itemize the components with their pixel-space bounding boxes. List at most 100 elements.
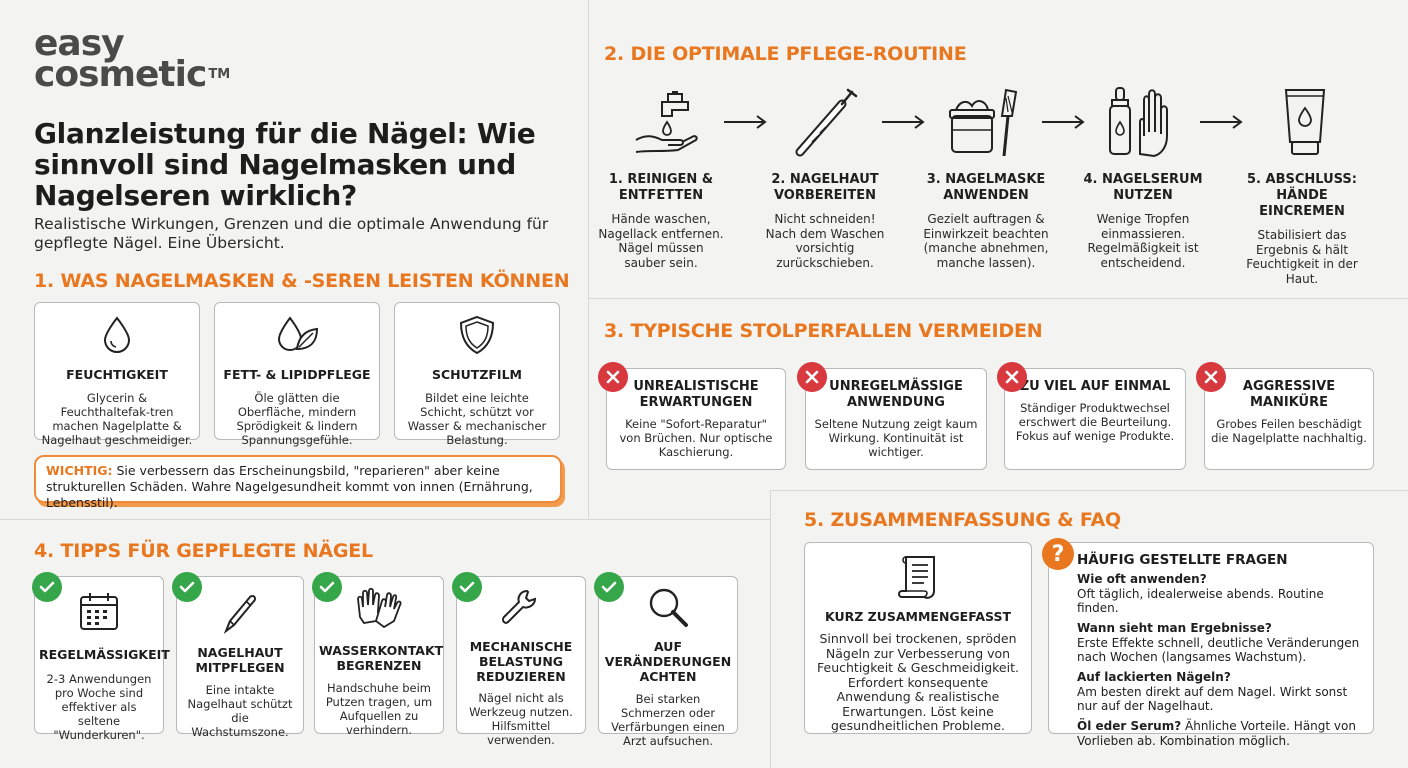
tip-title: WASSERKONTAKT BEGRENZEN: [319, 643, 444, 673]
routine-step-4: 4. NAGELSERUM NUTZEN Wenige Tropfen einm…: [1078, 172, 1208, 270]
routine-step-5: 5. ABSCHLUSS: HÄNDE EINCREMEN Stabilisie…: [1232, 172, 1372, 286]
benefit-text: Bildet eine leichte Schicht, schützt vor…: [407, 391, 547, 447]
step-title: 3. NAGELMASKE ANWENDEN: [926, 172, 1046, 203]
document-scroll-icon: [898, 556, 935, 599]
error-x-icon: [598, 362, 628, 392]
tip-title: MECHANISCHE BELASTUNG REDUZIEREN: [469, 639, 573, 684]
check-icon: [32, 572, 62, 602]
pitfall-title: UNREALISTISCHE ERWARTUNGEN: [633, 379, 759, 410]
faq-answer: Oft täglich, idealerweise abends. Routin…: [1077, 587, 1324, 615]
arrow-right-icon: [882, 115, 925, 129]
horizontal-divider-left: [0, 519, 590, 520]
check-icon: [452, 572, 482, 602]
pitfall-title: AGGRESSIVE MANIKÜRE: [1242, 379, 1336, 410]
pitfall-text: Ständiger Produktwechsel erschwert die B…: [1015, 401, 1175, 443]
tip-card-cuticle: NAGELHAUT MITPFLEGEN Eine intakte Nagelh…: [176, 576, 304, 739]
tip-title: AUF VERÄNDERUNGEN ACHTEN: [604, 639, 732, 684]
faucet-hand-icon: [635, 91, 698, 153]
faq-question: Öl eder Serum?: [1077, 719, 1182, 733]
faq-question: Wann sieht man Ergebnisse?: [1077, 621, 1272, 635]
pitfall-title: ZU VIEL AUF EINMAL: [1019, 379, 1171, 394]
brand-trademark: TM: [208, 67, 231, 82]
faq-answer: Ähnliche Vorteile. Hängt von Vorlieben a…: [1077, 719, 1356, 748]
tip-card-mechanical: MECHANISCHE BELASTUNG REDUZIEREN Nägel n…: [456, 576, 586, 747]
step-title: 4. NAGELSERUM NUTZEN: [1083, 172, 1203, 203]
horizontal-divider-right: [770, 490, 1408, 491]
pitfall-card: AGGRESSIVE MANIKÜRE Grobes Feilen beschä…: [1204, 368, 1374, 470]
magnifier-icon: [649, 588, 688, 627]
benefit-card-lipid: FETT- & LIPIDPFLEGE Öle glätten die Ober…: [214, 302, 380, 447]
vertical-divider: [588, 0, 589, 520]
section4-heading: 4. TIPPS FÜR GEPFLEGTE NÄGEL: [34, 540, 373, 562]
tip-text: 2-3 Anwendungen pro Woche sind effektive…: [46, 672, 152, 742]
benefit-text: Glycerin & Feuchthaltefak-tren machen Na…: [41, 391, 193, 447]
section1-heading: 1. WAS NAGELMASKEN & -SEREN LEISTEN KÖNN…: [34, 270, 570, 292]
page-subtitle: Realistische Wirkungen, Grenzen und die …: [34, 215, 549, 252]
faq-answer: Am besten direkt auf dem Nagel. Wirkt so…: [1077, 685, 1348, 713]
tip-card-changes: AUF VERÄNDERUNGEN ACHTEN Bei starken Sch…: [598, 576, 738, 748]
gloves-icon: [357, 587, 402, 629]
arrow-right-icon: [1042, 115, 1085, 129]
horizontal-divider-mid-right: [588, 519, 770, 520]
check-icon: [172, 572, 202, 602]
tip-text: Nägel nicht als Werkzeug nutzen. Hilfsmi…: [469, 691, 573, 747]
check-icon: [312, 572, 342, 602]
pitfall-card: UNREALISTISCHE ERWARTUNGEN Keine "Sofort…: [606, 368, 786, 470]
arrow-right-icon: [724, 115, 767, 129]
vertical-divider-lower: [770, 490, 771, 768]
pen-icon: [223, 594, 257, 634]
cuticle-pusher-icon: [795, 88, 858, 157]
faq-answer: Erste Effekte schnell, deutliche Verände…: [1077, 636, 1360, 664]
routine-step-1: 1. REINIGEN & ENTFETTEN Hände waschen, N…: [598, 172, 724, 270]
tip-text: Handschuhe beim Putzen tragen, um Aufque…: [325, 681, 433, 737]
arrow-right-icon: [1200, 115, 1243, 129]
step-title: 2. NAGELHAUT VORBEREITEN: [771, 172, 879, 203]
pitfall-title: UNREGELMÄSSIGE ANWENDUNG: [829, 379, 963, 410]
pitfall-card: UNREGELMÄSSIGE ANWENDUNG Seltene Nutzung…: [805, 368, 987, 470]
tip-card-regularity: REGELMÄSSIGKEIT 2-3 Anwendungen pro Woch…: [34, 576, 170, 742]
shield-icon: [459, 315, 495, 355]
summary-card: KURZ ZUSAMMENGEFASST Sinnvoll bei trocke…: [804, 542, 1032, 734]
important-note: WICHTIG: Sie verbessern das Erscheinungs…: [34, 455, 562, 510]
pitfall-text: Keine "Sofort-Reparatur" von Brüchen. Nu…: [619, 417, 773, 459]
serum-hand-icon: [1109, 87, 1168, 158]
summary-text: Sinnvoll bei trockenen, spröden Nägeln z…: [817, 631, 1019, 733]
brand-line2: cosmetic: [34, 54, 207, 95]
benefit-text: Öle glätten die Oberfläche, mindern Sprö…: [236, 391, 358, 447]
note-label: WICHTIG:: [46, 463, 113, 478]
routine-step-3: 3. NAGELMASKE ANWENDEN Gezielt auftragen…: [916, 172, 1056, 270]
faq-title: HÄUFIG GESTELLTE FRAGEN: [1077, 552, 1288, 568]
benefit-title: FEUCHTIGKEIT: [66, 367, 168, 382]
step-text: Stabilisiert das Ergebnis & hält Feuchti…: [1246, 228, 1358, 286]
drop-leaf-icon: [277, 316, 319, 351]
step-text: Wenige Tropfen einmassieren. Regelmäßigk…: [1087, 212, 1199, 270]
error-x-icon: [797, 362, 827, 392]
section5-heading: 5. ZUSAMMENFASSUNG & FAQ: [804, 509, 1121, 531]
tip-text: Eine intakte Nagelhaut schützt die Wachs…: [187, 683, 293, 739]
tip-title: REGELMÄSSIGKEIT: [39, 647, 170, 662]
tip-title: NAGELHAUT MITPFLEGEN: [195, 645, 285, 675]
jar-brush-icon: [949, 88, 1018, 157]
pitfall-card: ZU VIEL AUF EINMAL Ständiger Produktwech…: [1004, 368, 1186, 470]
tip-card-water: WASSERKONTAKT BEGRENZEN Handschuhe beim …: [314, 576, 444, 737]
wrench-icon: [501, 589, 537, 624]
faq-card: HÄUFIG GESTELLTE FRAGEN Wie oft anwenden…: [1048, 542, 1374, 748]
section2-heading: 2. DIE OPTIMALE PFLEGE-ROUTINE: [604, 43, 967, 65]
brand-line1: easy: [34, 23, 125, 64]
note-text: Sie verbessern das Erscheinungsbild, "re…: [46, 463, 533, 510]
faq-question: Auf lackierten Nägeln?: [1077, 670, 1231, 684]
question-mark-icon: ?: [1042, 538, 1074, 570]
step-title: 5. ABSCHLUSS: HÄNDE EINCREMEN: [1247, 172, 1357, 219]
error-x-icon: [1196, 362, 1226, 392]
benefit-title: FETT- & LIPIDPFLEGE: [223, 367, 371, 382]
error-x-icon: [997, 362, 1027, 392]
faq-question: Wie oft anwenden?: [1077, 572, 1207, 586]
pitfall-text: Seltene Nutzung zeigt kaum Wirkung. Kont…: [814, 417, 978, 459]
benefit-card-protection: SCHUTZFILM Bildet eine leichte Schicht, …: [394, 302, 560, 447]
pitfall-text: Grobes Feilen beschädigt die Nagelplatte…: [1211, 417, 1367, 445]
benefit-card-moisture: FEUCHTIGKEIT Glycerin & Feuchthaltefak-t…: [34, 302, 200, 447]
drop-icon: [103, 316, 131, 353]
section3-heading: 3. TYPISCHE STOLPERFALLEN VERMEIDEN: [604, 320, 1043, 342]
summary-title: KURZ ZUSAMMENGEFASST: [825, 609, 1011, 624]
